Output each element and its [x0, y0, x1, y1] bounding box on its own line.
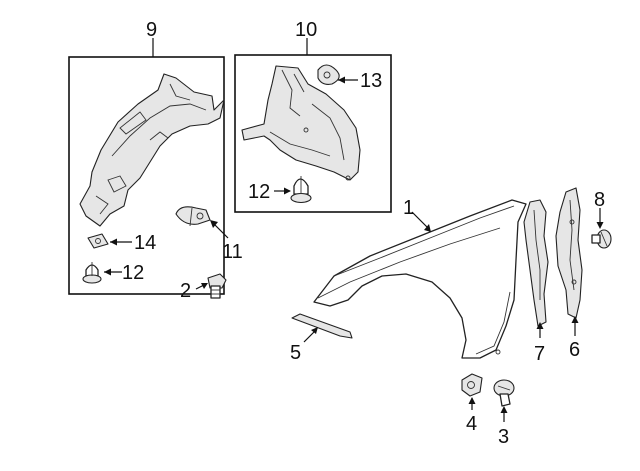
- arrow-1: [424, 224, 431, 232]
- nut-4[interactable]: [461, 373, 483, 397]
- group-box-10: [234, 54, 392, 213]
- arrow-3: [500, 406, 508, 413]
- callout-10[interactable]: 10: [295, 19, 317, 41]
- liner-group-10: 10 13 12: [234, 19, 392, 213]
- push-pin-12-upper[interactable]: [290, 176, 312, 204]
- fender-1[interactable]: [313, 199, 527, 359]
- arrow-5: [311, 327, 318, 334]
- push-pin-12-lower[interactable]: [82, 262, 102, 284]
- arrow-2: [201, 283, 208, 289]
- arrow-14: [110, 238, 117, 246]
- callout-12-upper[interactable]: 12: [248, 181, 270, 203]
- callout-14[interactable]: 14: [134, 232, 156, 254]
- callout-4[interactable]: 4: [466, 413, 477, 435]
- callout-11[interactable]: 11: [222, 241, 243, 263]
- callout-5[interactable]: 5: [290, 342, 301, 364]
- callout-7[interactable]: 7: [534, 343, 545, 365]
- callout-3[interactable]: 3: [498, 426, 509, 448]
- leader-1: [411, 211, 429, 229]
- arrow-13: [338, 76, 345, 84]
- group-box-9: [68, 56, 225, 295]
- clip-nut-14[interactable]: [87, 233, 109, 249]
- callout-6[interactable]: 6: [569, 339, 580, 361]
- arrow-4: [468, 397, 476, 404]
- arrow-8: [596, 222, 604, 229]
- callout-2[interactable]: 2: [180, 280, 191, 302]
- arrow-12-upper: [284, 187, 291, 195]
- callout-12-lower[interactable]: 12: [122, 262, 144, 284]
- moulding-5[interactable]: [291, 313, 353, 339]
- seal-7[interactable]: [523, 199, 549, 327]
- fender-liner-left[interactable]: [79, 73, 225, 227]
- clip-13[interactable]: [317, 64, 340, 85]
- callout-8[interactable]: 8: [594, 189, 605, 211]
- liner-group-9: 9 14 12: [68, 19, 225, 295]
- bolt-2[interactable]: [207, 273, 227, 299]
- callout-13[interactable]: 13: [360, 70, 382, 92]
- arrow-7: [536, 322, 544, 329]
- fender-liner-right[interactable]: [241, 65, 361, 181]
- brace-6[interactable]: [555, 187, 583, 319]
- arrow-12-lower: [104, 268, 111, 276]
- arrow-11: [210, 220, 218, 228]
- callout-1[interactable]: 1: [403, 197, 414, 219]
- screw-8[interactable]: [591, 229, 612, 249]
- retainer-11[interactable]: [175, 206, 211, 227]
- callout-9[interactable]: 9: [146, 19, 157, 41]
- arrow-6: [571, 316, 579, 323]
- clip-3[interactable]: [493, 379, 515, 407]
